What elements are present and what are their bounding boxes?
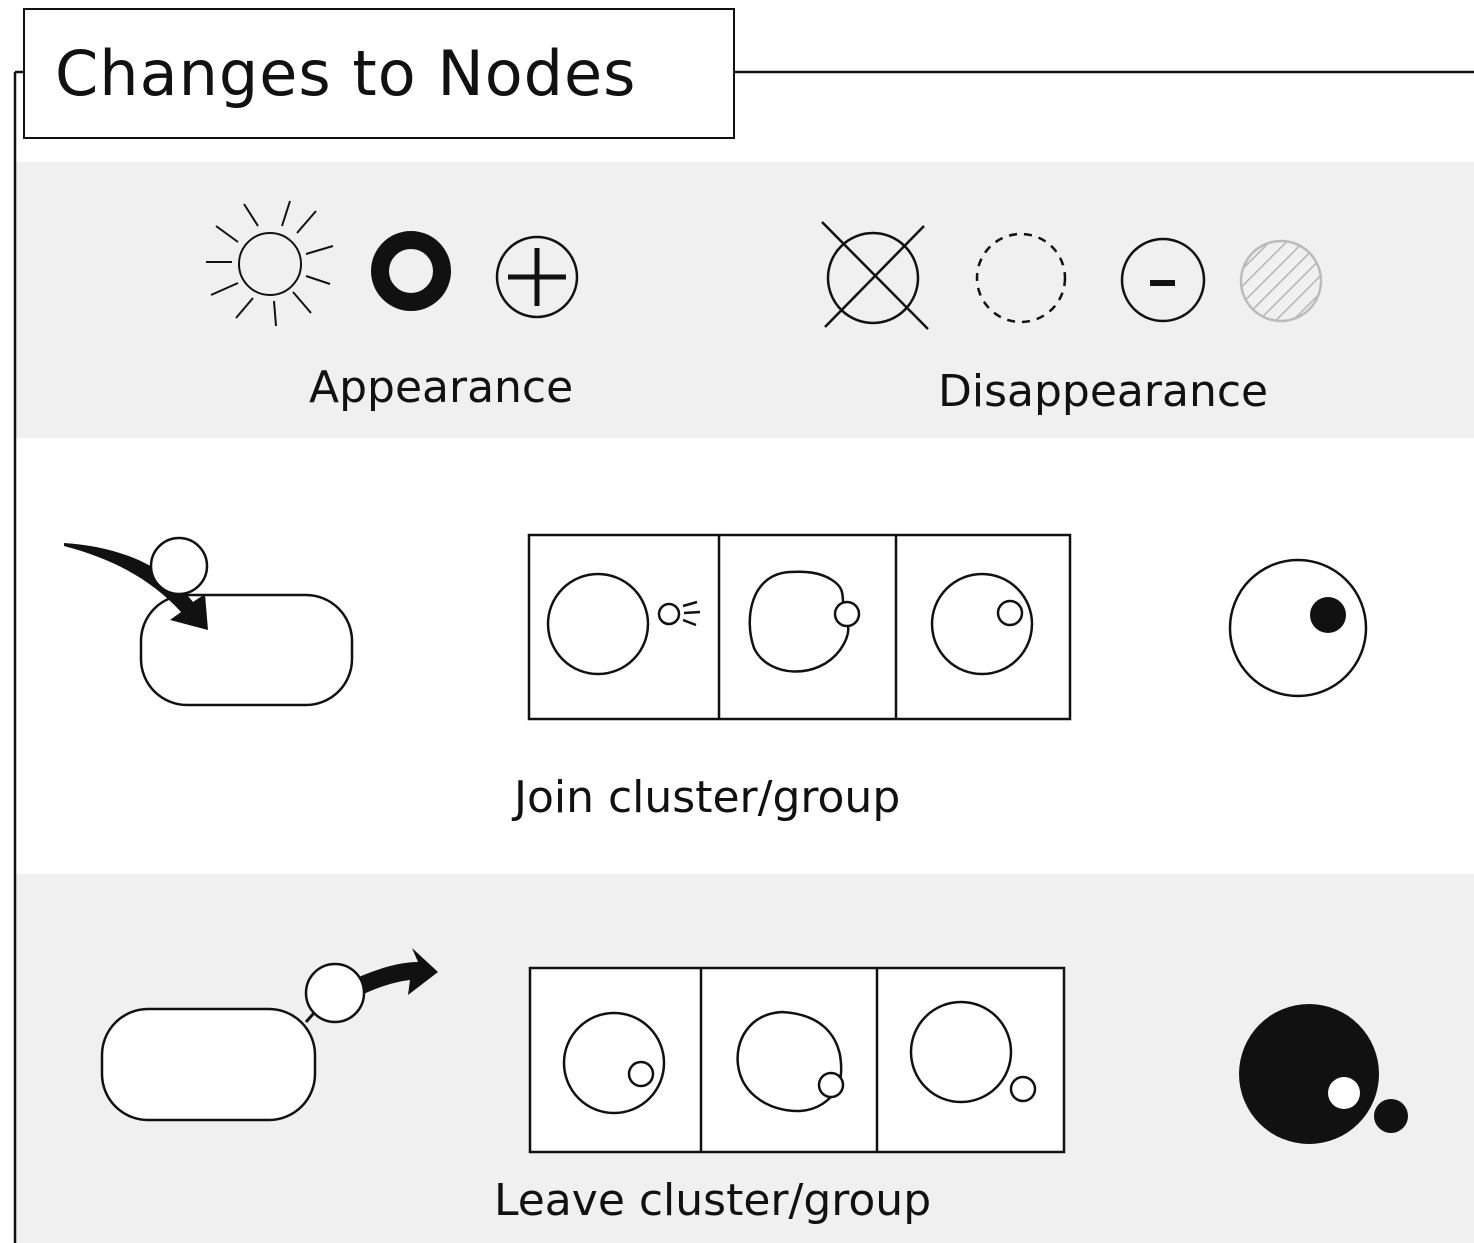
minus-circle-icon (1120, 237, 1206, 323)
arrow-into-box-icon (64, 536, 354, 707)
arrow-out-of-box-icon (100, 948, 438, 1122)
appearance-band (15, 162, 1474, 438)
leave-cluster-label: Leave cluster/group (494, 1175, 932, 1226)
hatched-faded-circle-icon (1239, 239, 1323, 323)
sunburst-icon (206, 200, 334, 327)
bold-ring-icon (371, 231, 451, 311)
dashed-circle-icon (975, 232, 1067, 324)
disappearance-label: Disappearance (938, 366, 1269, 417)
crossed-circle-icon (821, 221, 929, 330)
plus-circle-icon (495, 235, 579, 319)
dot-inside-circle-icon (1228, 558, 1368, 698)
three-frame-leave-sequence (528, 966, 1066, 1154)
title-box: Changes to Nodes (23, 8, 735, 139)
three-frame-join-sequence (527, 533, 1072, 721)
page-title: Changes to Nodes (55, 37, 637, 110)
appearance-label: Appearance (309, 362, 574, 413)
dot-leaving-black-circle-icon (1239, 1004, 1408, 1144)
join-cluster-label: Join cluster/group (514, 772, 901, 823)
